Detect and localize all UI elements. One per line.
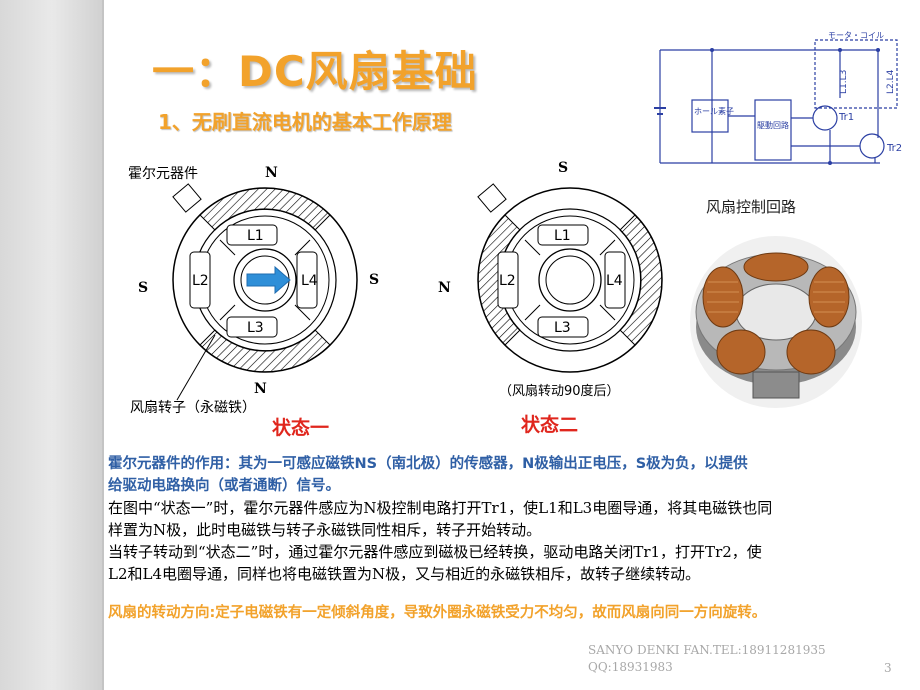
pole-s-top-two: S bbox=[558, 160, 569, 176]
state-one-label: 状态一 bbox=[272, 417, 330, 439]
circuit-coil1: L1.L3 bbox=[839, 70, 849, 94]
fan-control-circuit: モータ・コイル ホール素子 駆動回路 L1.L3 L2.L4 Tr1 Tr2 bbox=[654, 31, 902, 165]
pole-s-left-one: S bbox=[138, 280, 149, 296]
rotor-pointer-line bbox=[176, 334, 216, 401]
page-title: 一：DC风扇基础 bbox=[152, 47, 478, 96]
circuit-tr2: Tr2 bbox=[886, 143, 902, 154]
pole-n-left-two: N bbox=[438, 280, 451, 296]
circuit-drive: 駆動回路 bbox=[757, 120, 789, 130]
pole-n-top-one: N bbox=[265, 165, 278, 181]
pole-n-bottom-one: N bbox=[254, 381, 267, 397]
hall-description-line-1: 霍尔元器件的作用：其为一可感应磁铁NS（南北极）的传感器，N极输出正电压，S极为… bbox=[108, 456, 748, 472]
footer-contact-tel: SANYO DENKI FAN.TEL:18911281935 bbox=[588, 643, 826, 657]
state-two-description-line-1: 当转子转动到“状态二”时，通过霍尔元器件感应到磁极已经转换，驱动电路关闭Tr1，… bbox=[108, 543, 762, 561]
stator-photo bbox=[690, 236, 862, 408]
left-decorative-band bbox=[0, 0, 104, 690]
circuit-tr1: Tr1 bbox=[838, 112, 854, 123]
pole-s-right-one: S bbox=[369, 272, 380, 288]
coil-label-l3-state-two: L3 bbox=[554, 320, 571, 336]
coil-label-l1: L1 bbox=[247, 228, 264, 244]
state-one-description-line-2: 样置为N极，此时电磁铁与转子永磁铁同性相斥，转子开始转动。 bbox=[108, 521, 542, 539]
state-two-label: 状态二 bbox=[521, 414, 579, 436]
coil-label-l2: L2 bbox=[192, 273, 209, 289]
circuit-hall: ホール素子 bbox=[694, 106, 734, 116]
page-subtitle: 1、无刷直流电机的基本工作原理 bbox=[158, 110, 452, 134]
hall-description-line-2: 给驱动电路换向（或者通断）信号。 bbox=[108, 478, 340, 494]
footer-contact-qq: QQ:18931983 bbox=[588, 660, 673, 674]
rotor-label: 风扇转子（永磁铁） bbox=[130, 400, 256, 416]
state-two-description-line-2: L2和L4电圈导通，同样也将电磁铁置为N极，又与相近的永磁铁相斥，故转子继续转动… bbox=[108, 565, 701, 583]
rotation-direction-note: 风扇的转动方向:定子电磁铁有一定倾斜角度，导致外圈永磁铁受力不均匀，故而风扇向同… bbox=[108, 605, 767, 621]
coil-label-l4-state-two: L4 bbox=[606, 273, 623, 289]
page-number: 3 bbox=[884, 661, 892, 675]
state-one-description-line-1: 在图中“状态一”时，霍尔元器件感应为N极控制电路打开Tr1，使L1和L3电圈导通… bbox=[108, 499, 773, 517]
circuit-coil2: L2.L4 bbox=[886, 69, 896, 94]
coil-label-l3: L3 bbox=[247, 320, 264, 336]
coil-label-l2-state-two: L2 bbox=[499, 273, 516, 289]
hall-element-label: 霍尔元器件 bbox=[128, 166, 198, 182]
motor-diagram-state-one bbox=[172, 183, 358, 373]
circuit-motor-coil: モータ・コイル bbox=[828, 31, 884, 40]
coil-label-l1-state-two: L1 bbox=[554, 228, 571, 244]
coil-label-l4: L4 bbox=[301, 273, 318, 289]
rotated-note: （风扇转动90度后） bbox=[499, 384, 620, 399]
motor-diagram-state-two bbox=[477, 183, 663, 373]
circuit-caption: 风扇控制回路 bbox=[706, 198, 797, 216]
